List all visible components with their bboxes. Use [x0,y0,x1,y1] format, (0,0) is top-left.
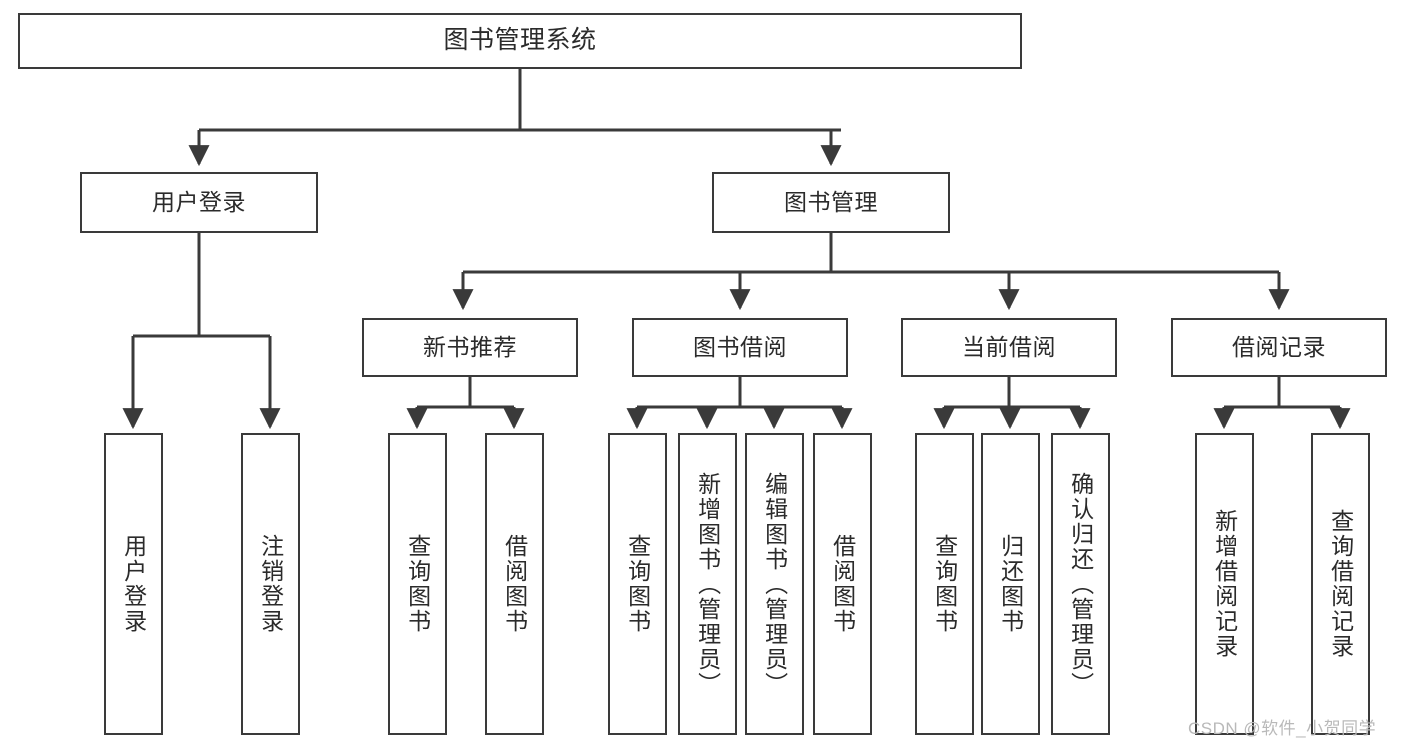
node-leaf-logout-label: 注销登录 [257,534,284,634]
node-root[interactable]: 图书管理系统 [18,13,1022,69]
node-borrow-record[interactable]: 借阅记录 [1171,318,1387,377]
node-leaf-add-record-label: 新增借阅记录 [1211,509,1238,659]
node-leaf-return-book-label: 归还图书 [997,534,1024,634]
node-leaf-add-book-label: 新增图书（管理员） [694,471,721,697]
node-leaf-user-login[interactable]: 用户登录 [104,433,163,735]
node-leaf-confirm-return-label: 确认归还（管理员） [1067,471,1094,697]
node-leaf-query-book-2[interactable]: 查询图书 [608,433,667,735]
node-leaf-user-login-label: 用户登录 [120,534,147,634]
node-current-borrow-label: 当前借阅 [962,333,1056,360]
node-leaf-borrow-book-1[interactable]: 借阅图书 [485,433,544,735]
node-leaf-query-record-label: 查询借阅记录 [1327,509,1354,659]
node-leaf-query-book-3-label: 查询图书 [931,534,958,634]
node-leaf-borrow-book-2-label: 借阅图书 [829,534,856,634]
node-leaf-query-book-1-label: 查询图书 [404,534,431,634]
node-user-login-label: 用户登录 [152,188,246,215]
node-new-book-recommend-label: 新书推荐 [423,333,517,360]
node-leaf-edit-book-label: 编辑图书（管理员） [761,471,788,697]
node-leaf-query-record[interactable]: 查询借阅记录 [1311,433,1370,735]
node-leaf-add-record[interactable]: 新增借阅记录 [1195,433,1254,735]
node-leaf-edit-book[interactable]: 编辑图书（管理员） [745,433,804,735]
node-leaf-query-book-1[interactable]: 查询图书 [388,433,447,735]
watermark: CSDN @软件_小贺同学 [1188,719,1377,738]
node-leaf-borrow-book-2[interactable]: 借阅图书 [813,433,872,735]
node-leaf-confirm-return[interactable]: 确认归还（管理员） [1051,433,1110,735]
node-book-borrow[interactable]: 图书借阅 [632,318,848,377]
node-leaf-logout[interactable]: 注销登录 [241,433,300,735]
node-leaf-return-book[interactable]: 归还图书 [981,433,1040,735]
node-leaf-query-book-2-label: 查询图书 [624,534,651,634]
node-current-borrow[interactable]: 当前借阅 [901,318,1117,377]
node-leaf-add-book[interactable]: 新增图书（管理员） [678,433,737,735]
node-root-label: 图书管理系统 [443,26,597,55]
node-user-login[interactable]: 用户登录 [80,172,318,233]
node-borrow-record-label: 借阅记录 [1232,333,1326,360]
node-leaf-borrow-book-1-label: 借阅图书 [501,534,528,634]
node-book-borrow-label: 图书借阅 [693,333,787,360]
node-new-book-recommend[interactable]: 新书推荐 [362,318,578,377]
node-book-management[interactable]: 图书管理 [712,172,950,233]
node-book-management-label: 图书管理 [784,188,878,215]
node-leaf-query-book-3[interactable]: 查询图书 [915,433,974,735]
